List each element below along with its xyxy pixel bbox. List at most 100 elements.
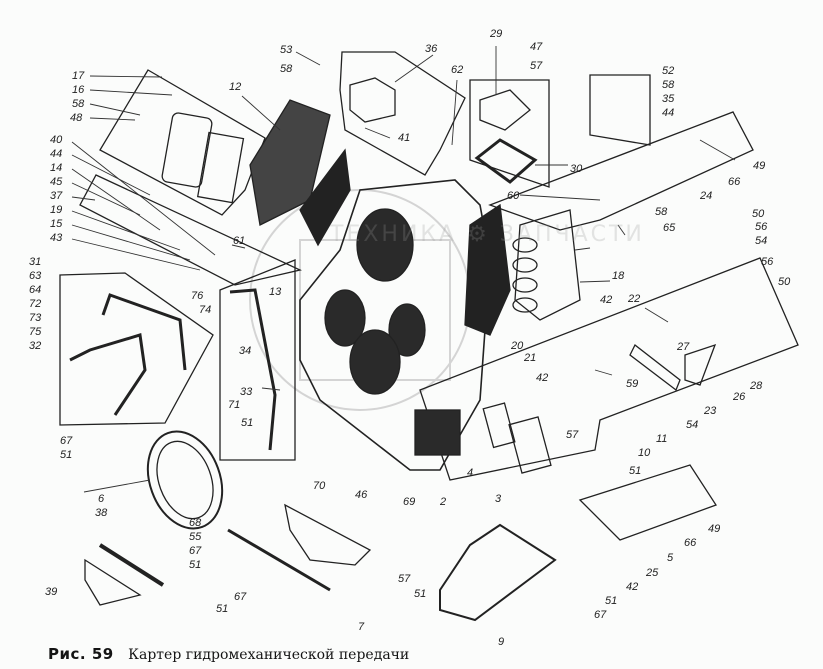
- callout-71: 71: [228, 399, 241, 411]
- panel-valve-group: [79, 174, 302, 286]
- flange-6-inner: [156, 440, 214, 520]
- callout-37: 37: [50, 190, 63, 202]
- figure-caption: Рис. 59 Картер гидромеханической передач…: [48, 645, 409, 663]
- figure-number: Рис. 59: [48, 645, 114, 663]
- callout-64: 64: [29, 284, 42, 296]
- callout-62: 62: [451, 64, 464, 76]
- callout-4: 4: [467, 467, 474, 479]
- callout-22: 22: [628, 293, 641, 305]
- flange-6: [146, 430, 224, 530]
- callout-48: 48: [70, 112, 83, 124]
- callout-42: 42: [626, 581, 639, 593]
- lever-27: [629, 344, 681, 392]
- callout-29: 29: [490, 28, 503, 40]
- callout-75: 75: [29, 326, 42, 338]
- callout-49: 49: [708, 523, 721, 535]
- lever-26: [684, 343, 717, 386]
- callout-76: 76: [191, 290, 204, 302]
- callout-57: 57: [530, 60, 543, 72]
- callout-39: 39: [45, 586, 58, 598]
- callout-50: 50: [752, 208, 765, 220]
- callout-53: 53: [280, 44, 293, 56]
- panel-lever-group: [419, 257, 799, 481]
- callout-5: 5: [667, 552, 674, 564]
- callout-27: 27: [677, 341, 690, 353]
- callout-24: 24: [700, 190, 713, 202]
- callout-73: 73: [29, 312, 42, 324]
- valve-plate-12: [249, 99, 331, 226]
- callout-68: 68: [189, 517, 202, 529]
- callout-13: 13: [269, 286, 282, 298]
- callout-58: 58: [662, 79, 675, 91]
- callout-28: 28: [750, 380, 763, 392]
- callout-57: 57: [398, 573, 411, 585]
- callout-31: 31: [29, 256, 42, 268]
- callout-3: 3: [495, 493, 502, 505]
- callout-51: 51: [414, 588, 427, 600]
- callout-46: 46: [355, 489, 368, 501]
- callout-44: 44: [662, 107, 675, 119]
- callout-36: 36: [425, 43, 438, 55]
- callout-50: 50: [778, 276, 791, 288]
- callout-55: 55: [189, 531, 202, 543]
- tray-7: [284, 503, 372, 566]
- callout-35: 35: [662, 93, 675, 105]
- callout-15: 15: [50, 218, 63, 230]
- callout-43: 43: [50, 232, 63, 244]
- callout-61: 61: [233, 235, 246, 247]
- guard-39: [84, 558, 142, 606]
- callout-42: 42: [600, 294, 613, 306]
- cover-36: [349, 77, 396, 123]
- panel-cover-group: [99, 69, 266, 216]
- callout-41: 41: [398, 132, 411, 144]
- callout-42: 42: [536, 372, 549, 384]
- callout-38: 38: [95, 507, 108, 519]
- callout-63: 63: [29, 270, 42, 282]
- callout-25: 25: [646, 567, 659, 579]
- callout-60: 60: [507, 190, 520, 202]
- callout-56: 56: [755, 221, 768, 233]
- gasket-13: [299, 148, 351, 247]
- figure-title: Картер гидромеханической передачи: [128, 647, 410, 663]
- callout-34: 34: [239, 345, 252, 357]
- callout-9: 9: [498, 636, 505, 648]
- callout-26: 26: [733, 391, 746, 403]
- panel-pipes-group: [59, 272, 214, 426]
- callout-19: 19: [50, 204, 63, 216]
- callout-21: 21: [524, 352, 537, 364]
- callout-17: 17: [72, 70, 85, 82]
- callout-30: 30: [570, 163, 583, 175]
- panel-52-group: [589, 74, 651, 146]
- callout-54: 54: [755, 235, 768, 247]
- panel-24-group: [488, 111, 754, 231]
- callout-40: 40: [50, 134, 63, 146]
- callout-44: 44: [50, 148, 63, 160]
- callout-66: 66: [684, 537, 697, 549]
- rod-38: [98, 543, 165, 587]
- rod-lower: [227, 528, 331, 592]
- callout-7: 7: [358, 621, 365, 633]
- pipe-31: [101, 293, 187, 371]
- gasket-20: [464, 203, 511, 336]
- callout-16: 16: [72, 84, 85, 96]
- callout-47: 47: [530, 41, 543, 53]
- gasket-30: [474, 138, 538, 184]
- callout-51: 51: [189, 559, 202, 571]
- callout-59: 59: [626, 378, 639, 390]
- callout-66: 66: [728, 176, 741, 188]
- callout-51: 51: [60, 449, 73, 461]
- gasket-17: [196, 131, 245, 204]
- callout-20: 20: [511, 340, 524, 352]
- solenoid-block-18: [512, 209, 581, 321]
- cover-29: [479, 89, 531, 131]
- callout-2: 2: [440, 496, 447, 508]
- plate-4: [482, 402, 516, 449]
- callout-72: 72: [29, 298, 42, 310]
- callout-67: 67: [234, 591, 247, 603]
- callout-57: 57: [566, 429, 579, 441]
- callout-56: 56: [761, 256, 774, 268]
- callout-11: 11: [656, 433, 668, 445]
- callout-45: 45: [50, 176, 63, 188]
